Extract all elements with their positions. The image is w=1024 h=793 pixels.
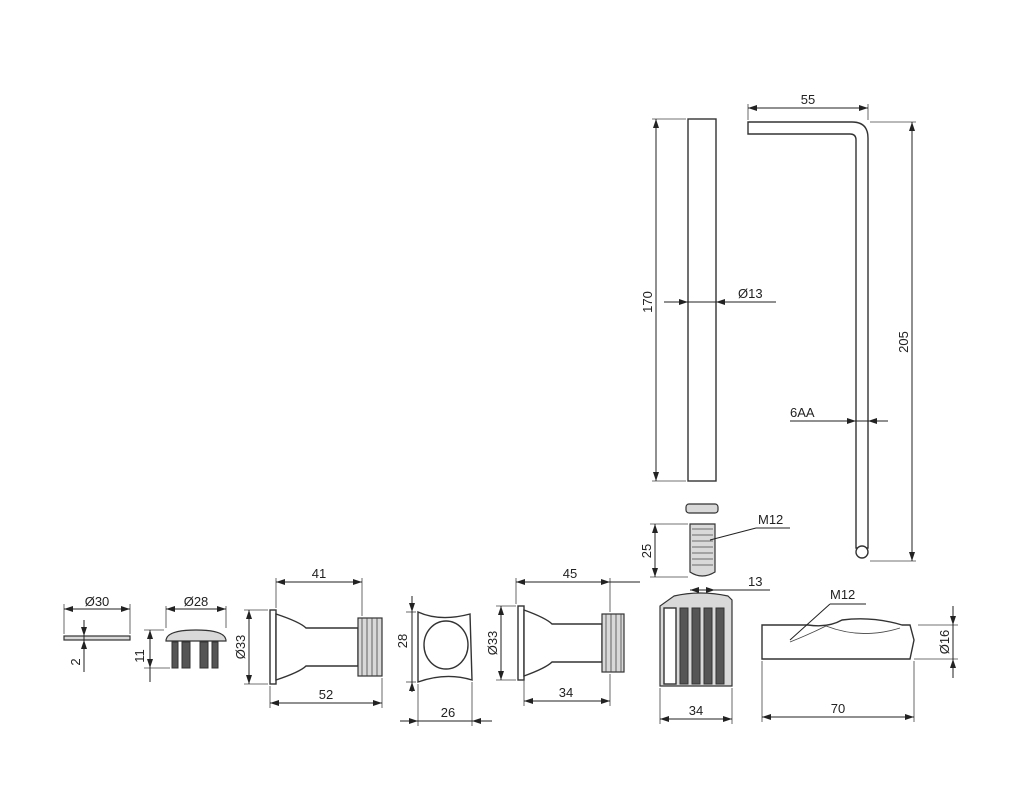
clip-width-label: 26 xyxy=(441,705,455,720)
offset-label: 13 xyxy=(748,574,762,589)
hub-part: 34 xyxy=(659,592,733,724)
cap-diameter-label: Ø28 xyxy=(184,594,209,609)
connector-2-part: 45 Ø33 34 xyxy=(485,566,640,706)
key-height-label: 205 xyxy=(896,331,911,353)
pin-diameter-label: Ø16 xyxy=(937,630,952,655)
key-width-label: 55 xyxy=(801,92,815,107)
hub-width-label: 34 xyxy=(689,703,703,718)
conn2-bottom-label: 34 xyxy=(559,685,573,700)
connector-1-part: 41 Ø33 52 xyxy=(233,566,383,708)
pin-part: Ø16 M12 70 xyxy=(761,587,958,722)
rod-length-label: 170 xyxy=(640,291,655,313)
conn1-top-label: 41 xyxy=(312,566,326,581)
hex-key-part: 55 205 6AA xyxy=(747,92,916,562)
rod-part: 170 Ø13 xyxy=(640,118,776,482)
bolt-part: 25 M12 13 xyxy=(639,503,790,593)
rod-diameter-label: Ø13 xyxy=(738,286,763,301)
clip-part: 28 26 xyxy=(395,596,492,726)
washer-part: Ø30 2 xyxy=(63,594,131,672)
clip-height-label: 28 xyxy=(395,634,410,648)
conn1-bottom-label: 52 xyxy=(319,687,333,702)
pin-thread-label: M12 xyxy=(830,587,855,602)
bolt-thread-label: M12 xyxy=(758,512,783,527)
conn2-diameter-label: Ø33 xyxy=(485,631,500,656)
washer-thickness-label: 2 xyxy=(68,658,83,665)
washer-diameter-label: Ø30 xyxy=(85,594,110,609)
pin-length-label: 70 xyxy=(831,701,845,716)
conn1-diameter-label: Ø33 xyxy=(233,635,248,660)
end-cap-part: Ø28 11 xyxy=(132,594,227,682)
bolt-length-label: 25 xyxy=(639,544,654,558)
key-size-label: 6AA xyxy=(790,405,815,420)
conn2-top-label: 45 xyxy=(563,566,577,581)
cap-height-label: 11 xyxy=(132,649,147,663)
